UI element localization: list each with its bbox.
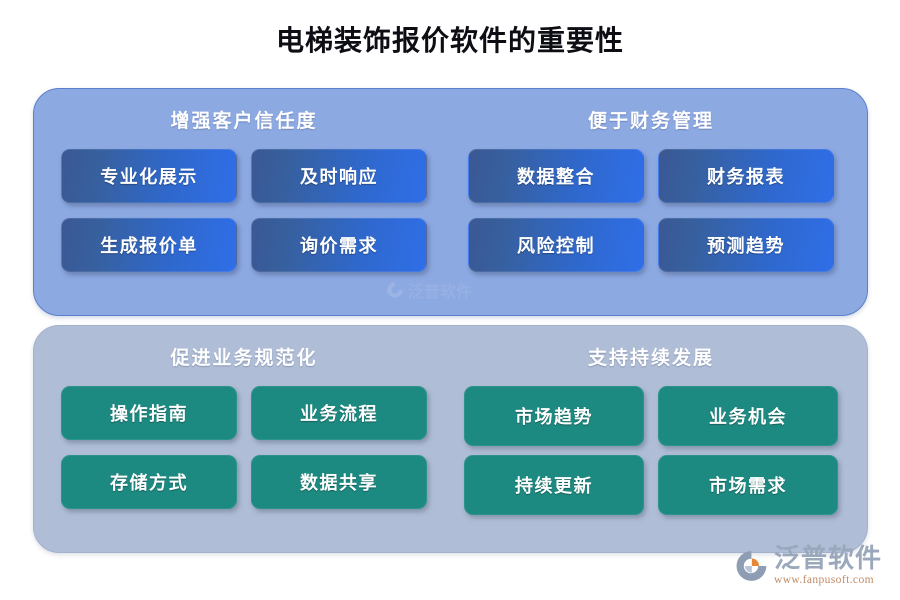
panel-trust-finance: 增强客户信任度 专业化展示 及时响应 生成报价单 询价需求 便于财务管理 数据整…: [33, 88, 868, 316]
chip-timely-response[interactable]: 及时响应: [251, 149, 427, 203]
chip-risk-control[interactable]: 风险控制: [468, 218, 644, 272]
group-header-trust: 增强客户信任度: [170, 111, 318, 132]
chip-continuous-update[interactable]: 持续更新: [464, 455, 644, 515]
group-standardize: 促进业务规范化 操作指南 业务流程 存储方式 数据共享: [44, 326, 444, 552]
chip-data-integration[interactable]: 数据整合: [468, 149, 644, 203]
chip-data-sharing[interactable]: 数据共享: [251, 455, 427, 509]
panel-standardize-develop: 促进业务规范化 操作指南 业务流程 存储方式 数据共享 支持持续发展 市场趋势 …: [33, 325, 868, 553]
chip-grid-develop: 市场趋势 业务机会 持续更新 市场需求: [446, 386, 856, 515]
logo-website-url: www.fanpusoft.com: [773, 573, 874, 586]
group-header-develop: 支持持续发展: [587, 348, 714, 369]
chip-grid-finance: 数据整合 财务报表 风险控制 预测趋势: [446, 149, 856, 272]
chip-grid-trust: 专业化展示 及时响应 生成报价单 询价需求: [44, 149, 444, 272]
group-header-standardize: 促进业务规范化: [170, 348, 318, 369]
chip-inquiry-demand[interactable]: 询价需求: [251, 218, 427, 272]
fanpu-swoosh-icon: [736, 550, 767, 581]
logo-text-block: 泛普软件 www.fanpusoft.com: [773, 543, 882, 587]
page-title: 电梯装饰报价软件的重要性: [275, 26, 624, 57]
group-develop: 支持持续发展 市场趋势 业务机会 持续更新 市场需求: [446, 326, 856, 552]
logo-company-name: 泛普软件: [773, 543, 882, 573]
chip-financial-report[interactable]: 财务报表: [658, 149, 834, 203]
chip-grid-standardize: 操作指南 业务流程 存储方式 数据共享: [44, 386, 444, 509]
chip-professional-display[interactable]: 专业化展示: [61, 149, 237, 203]
chip-operation-guide[interactable]: 操作指南: [61, 386, 237, 440]
chip-generate-quotation[interactable]: 生成报价单: [61, 218, 237, 272]
group-trust: 增强客户信任度 专业化展示 及时响应 生成报价单 询价需求: [44, 89, 444, 315]
chip-storage-method[interactable]: 存储方式: [61, 455, 237, 509]
chip-business-process[interactable]: 业务流程: [251, 386, 427, 440]
group-header-finance: 便于财务管理: [587, 111, 714, 132]
chip-business-opportunity[interactable]: 业务机会: [658, 386, 838, 446]
group-finance: 便于财务管理 数据整合 财务报表 风险控制 预测趋势: [446, 89, 856, 315]
chip-market-demand[interactable]: 市场需求: [658, 455, 838, 515]
chip-forecast-trend[interactable]: 预测趋势: [658, 218, 834, 272]
brand-logo: 泛普软件 www.fanpusoft.com: [734, 543, 882, 587]
chip-market-trend[interactable]: 市场趋势: [464, 386, 644, 446]
